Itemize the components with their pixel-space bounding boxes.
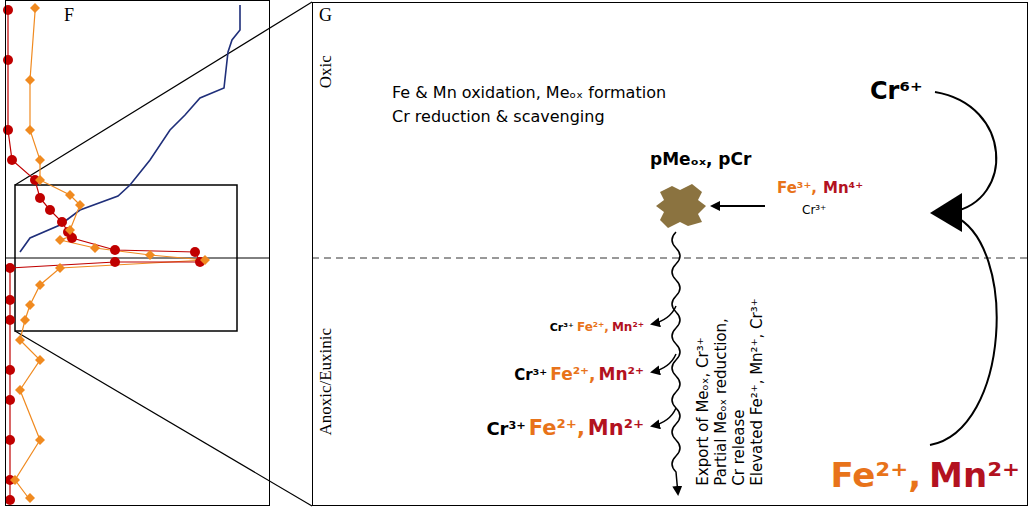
zoom-line: [15, 331, 312, 506]
species-label: Cr³⁺: [802, 204, 826, 218]
zone-label: Anoxic/Euxinic: [316, 328, 336, 436]
species-label: Fe²⁺,: [577, 320, 609, 334]
species-label: Cr³⁺: [550, 321, 574, 334]
panel-letter: F: [64, 5, 74, 26]
species-label: Mn²⁺: [612, 320, 644, 334]
particle: [656, 184, 706, 228]
panel: F: [5, 0, 270, 506]
release-row: Cr³⁺Fe²⁺,Mn²⁺: [550, 320, 644, 334]
process-note-block: Export of Meₒₓ, Cr³⁺Partial Meₒₓ reducti…: [694, 298, 766, 485]
species-label: Fe²⁺,: [830, 455, 921, 495]
process-note: Fe & Mn oxidation, Meₒₓ formation: [392, 84, 666, 102]
species-label: Cr⁶⁺: [870, 78, 923, 106]
export-flux: [672, 232, 680, 494]
release-row: Cr³⁺Fe²⁺,Mn²⁺: [514, 364, 644, 384]
species-label: Fe²⁺,: [529, 416, 585, 440]
species-label: Mn²⁺: [929, 455, 1020, 495]
fe-points: [3, 5, 205, 505]
mn-profile: [15, 8, 205, 500]
species-label: Cr³⁺: [514, 366, 547, 384]
process-note: Cr release: [730, 298, 748, 485]
release-row: Cr³⁺Fe²⁺,Mn²⁺: [486, 416, 644, 440]
species-label: Mn²⁺: [588, 416, 644, 440]
mn-points: [10, 3, 210, 503]
redoxcline: [312, 258, 1028, 259]
oxygen-profile: [20, 5, 240, 252]
species-label: Fe²⁺,: [550, 364, 595, 384]
zone-label: Oxic: [316, 55, 336, 88]
process-note: Partial Meₒₓ reduction,: [712, 298, 730, 485]
species-label: Mn²⁺: [599, 364, 644, 384]
process-note: Export of Meₒₓ, Cr³⁺: [694, 298, 712, 485]
release-arrow: [652, 408, 676, 426]
interface-line: [5, 258, 270, 259]
cycle-arc: [935, 92, 996, 212]
species-label: Mn⁴⁺: [823, 180, 863, 197]
release-arrow: [652, 354, 676, 372]
species-label: Fe³⁺,: [777, 180, 817, 197]
arrow: [712, 205, 765, 207]
zoom-line: [15, 2, 312, 185]
release-arrow: [652, 306, 676, 324]
panel-letter: G: [319, 5, 332, 26]
particle-label: pMeₒₓ, pCr: [650, 150, 751, 170]
arrow-head: [930, 193, 962, 232]
species-label: Cr³⁺: [486, 418, 525, 439]
species-label-group: Fe²⁺,Mn²⁺: [830, 455, 1020, 495]
process-note: Cr reduction & scavenging: [392, 108, 605, 126]
cycle-arc: [930, 216, 997, 445]
fe-profile: [8, 10, 200, 500]
process-note: Elevated Fe²⁺, Mn²⁺, Cr³⁺: [748, 298, 766, 485]
